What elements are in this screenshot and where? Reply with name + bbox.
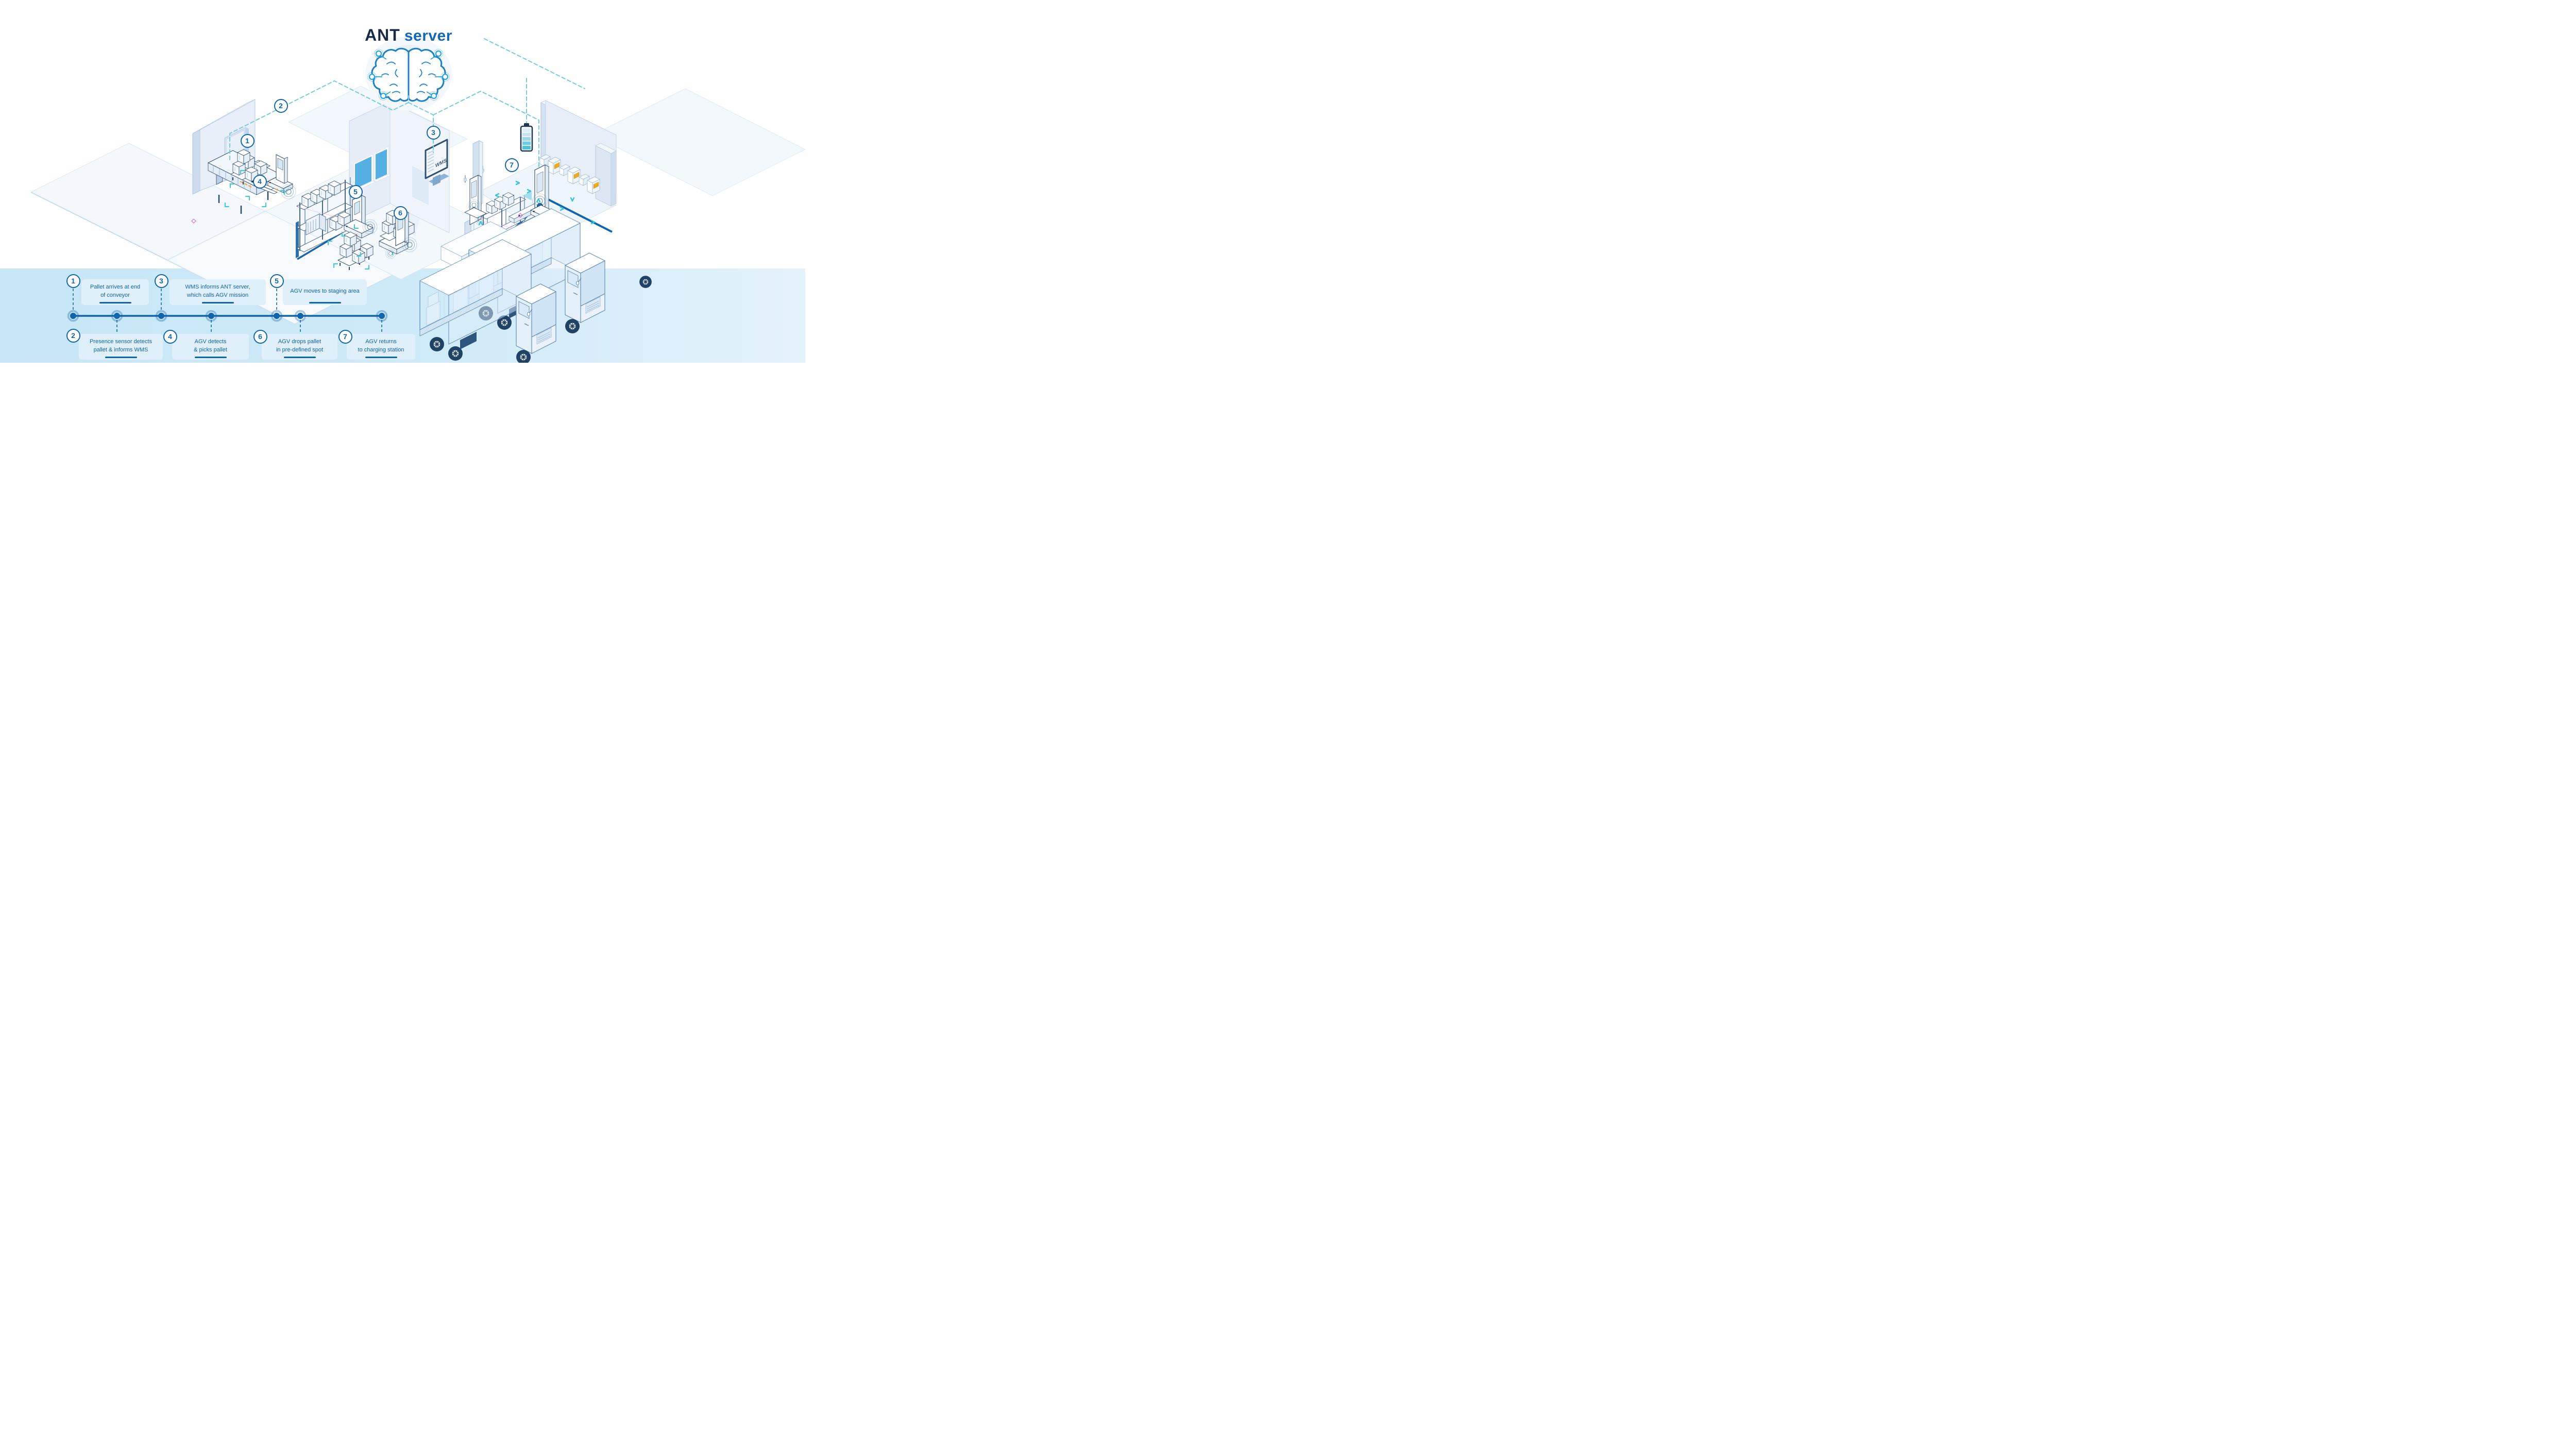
wms-monitor: WMS bbox=[425, 139, 449, 186]
agv-picking bbox=[250, 154, 296, 199]
timeline-step-text: AGV moves to staging area bbox=[290, 288, 360, 294]
brand-logo-secondary: server bbox=[404, 27, 452, 44]
timeline-circle-3: 3 bbox=[154, 274, 168, 288]
timeline-card-1: Pallet arrives at end of conveyor bbox=[81, 279, 149, 305]
staging-pallet bbox=[333, 231, 374, 270]
timeline-step-text: AGV returns to charging station bbox=[358, 338, 404, 353]
timeline-step-text: WMS informs ANT server, which calls AGV … bbox=[185, 283, 250, 299]
timeline-step-text: Presence sensor detects pallet & informs… bbox=[89, 338, 152, 353]
ant-server-brain-icon bbox=[365, 37, 452, 111]
battery-icon bbox=[520, 123, 533, 152]
connection-dashes bbox=[229, 38, 585, 170]
scene-marker-5: 5 bbox=[348, 184, 363, 199]
timeline-card-7: AGV returns to charging station bbox=[347, 334, 415, 360]
timeline-step-text: AGV drops pallet in pre-defined spot bbox=[276, 338, 324, 353]
timeline-step-text: Pallet arrives at end of conveyor bbox=[90, 283, 141, 299]
timeline-graphics bbox=[67, 289, 388, 333]
timeline-card-3: WMS informs ANT server, which calls AGV … bbox=[170, 279, 266, 305]
brand-logo-primary: ANT bbox=[365, 26, 400, 44]
scene-marker-4: 4 bbox=[252, 174, 267, 189]
timeline-circle-4: 4 bbox=[163, 329, 177, 344]
timeline-card-6: AGV drops pallet in pre-defined spot bbox=[262, 334, 337, 360]
timeline-step-text: AGV detects & picks pallet bbox=[194, 338, 227, 353]
timeline-card-4: AGV detects & picks pallet bbox=[172, 334, 249, 360]
timeline-circle-1: 1 bbox=[66, 274, 80, 288]
timeline-circle-5: 5 bbox=[269, 274, 284, 288]
scene-illustration: WMS bbox=[0, 37, 805, 363]
floor-markers-right bbox=[478, 180, 596, 234]
center-racks bbox=[296, 177, 353, 258]
scene-marker-2: 2 bbox=[274, 98, 288, 113]
timeline-circle-7: 7 bbox=[338, 329, 352, 344]
scene-marker-6: 6 bbox=[393, 206, 408, 220]
floor-markers-left bbox=[191, 170, 285, 224]
scene-marker-7: 7 bbox=[504, 158, 519, 172]
timeline-circle-6: 6 bbox=[253, 329, 267, 344]
charging-wall bbox=[539, 100, 617, 207]
timeline-card-2: Presence sensor detects pallet & informs… bbox=[79, 334, 163, 360]
timeline-circle-2: 2 bbox=[66, 328, 80, 343]
agv-workflow-infographic: WMS bbox=[0, 0, 805, 363]
scene-marker-1: 1 bbox=[240, 133, 255, 148]
scene-marker-3: 3 bbox=[426, 125, 440, 140]
timeline-card-5: AGV moves to staging area bbox=[283, 279, 367, 305]
